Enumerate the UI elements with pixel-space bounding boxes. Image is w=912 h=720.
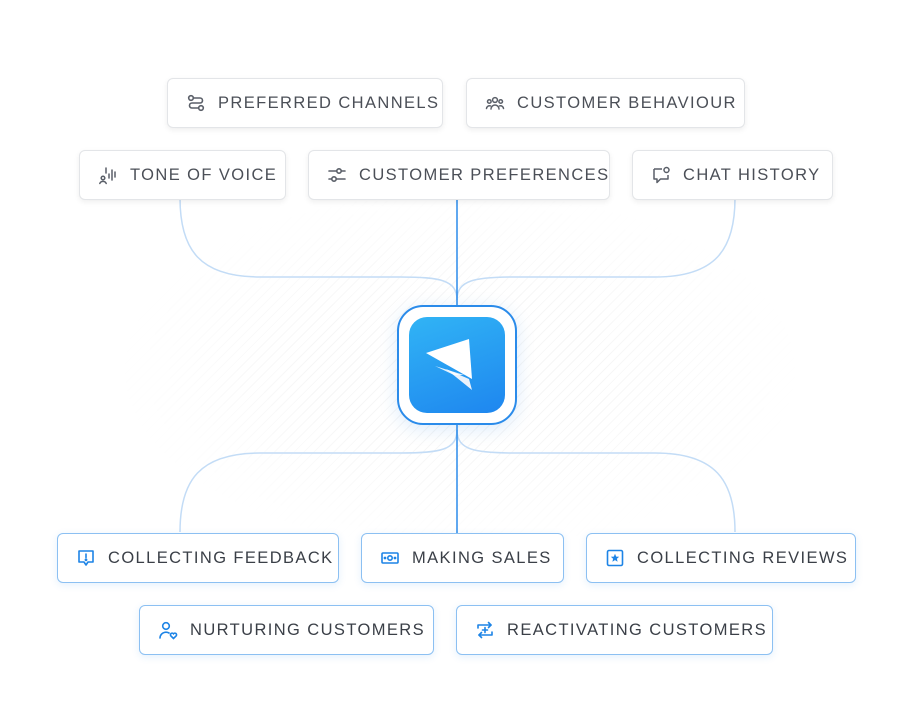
making-sales-label: MAKING SALES — [412, 548, 552, 567]
reactivate-icon — [475, 620, 495, 640]
channels-icon — [186, 93, 206, 113]
collecting-feedback-label: COLLECTING FEEDBACK — [108, 548, 334, 567]
paper-plane-logo-icon — [409, 317, 505, 413]
users-group-icon — [485, 93, 505, 113]
nurturing-customers-card: NURTURING CUSTOMERS — [139, 605, 434, 655]
preferred-channels-card: PREFERRED CHANNELS — [167, 78, 443, 128]
chat-bubble-icon — [651, 165, 671, 185]
hub-app-icon — [397, 305, 517, 425]
feedback-icon — [76, 548, 96, 568]
connector-bottom-left — [179, 429, 458, 533]
customer-behaviour-card: CUSTOMER BEHAVIOUR — [466, 78, 745, 128]
tone-of-voice-card: TONE OF VOICE — [79, 150, 286, 200]
customer-preferences-label: CUSTOMER PREFERENCES — [359, 165, 610, 184]
connector-bottom-right — [456, 429, 736, 533]
reactivating-customers-card: REACTIVATING CUSTOMERS — [456, 605, 773, 655]
chat-history-card: CHAT HISTORY — [632, 150, 833, 200]
star-box-icon — [605, 548, 625, 568]
connector-top-right — [456, 197, 736, 301]
reactivating-customers-label: REACTIVATING CUSTOMERS — [507, 620, 767, 639]
voice-icon — [98, 165, 118, 185]
connector-top-left — [179, 197, 458, 301]
preferred-channels-label: PREFERRED CHANNELS — [218, 93, 440, 112]
nurturing-customers-label: NURTURING CUSTOMERS — [190, 620, 426, 639]
collecting-reviews-label: COLLECTING REVIEWS — [637, 548, 849, 567]
customer-behaviour-label: CUSTOMER BEHAVIOUR — [517, 93, 737, 112]
collecting-reviews-card: COLLECTING REVIEWS — [586, 533, 856, 583]
making-sales-card: MAKING SALES — [361, 533, 564, 583]
cash-icon — [380, 548, 400, 568]
collecting-feedback-card: COLLECTING FEEDBACK — [57, 533, 339, 583]
user-heart-icon — [158, 620, 178, 640]
tone-of-voice-label: TONE OF VOICE — [130, 165, 278, 184]
chat-history-label: CHAT HISTORY — [683, 165, 821, 184]
customer-preferences-card: CUSTOMER PREFERENCES — [308, 150, 610, 200]
sliders-icon — [327, 165, 347, 185]
